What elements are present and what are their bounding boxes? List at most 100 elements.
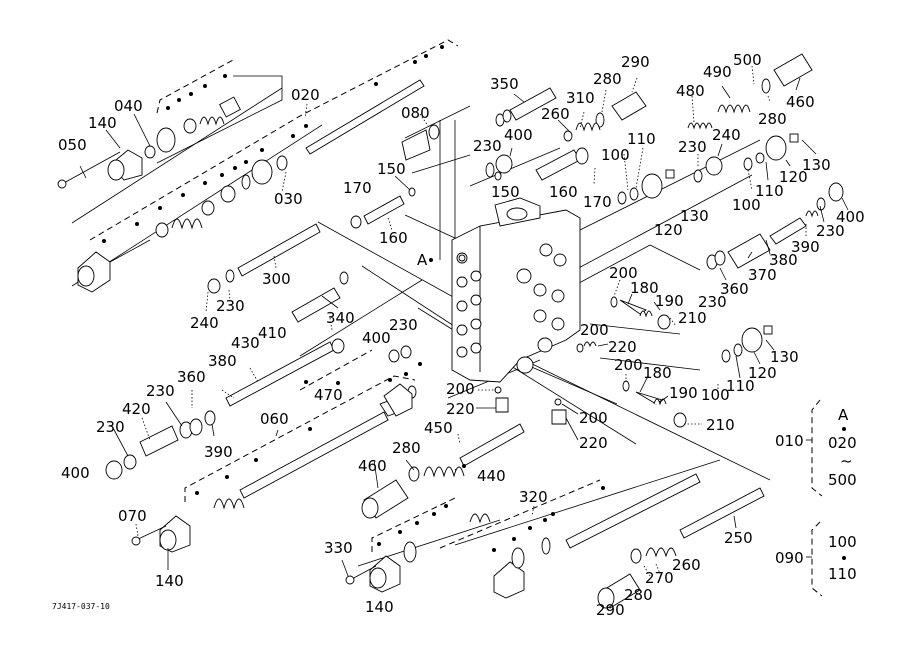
callout-230: 230: [816, 222, 845, 240]
callout-390: 390: [204, 443, 233, 461]
callout-200: 200: [446, 380, 475, 398]
callout-140: 140: [365, 598, 394, 616]
callout-230: 230: [473, 137, 502, 155]
legend-090-item-110: 110: [828, 565, 857, 583]
bullet-markers: [102, 45, 605, 552]
callout-430: 430: [231, 334, 260, 352]
callout-110: 110: [726, 377, 755, 395]
callout-230: 230: [678, 138, 707, 156]
callout-170: 170: [583, 193, 612, 211]
callout-050: 050: [58, 136, 87, 154]
callout-130: 130: [802, 156, 831, 174]
callout-330: 330: [324, 539, 353, 557]
callout-190: 190: [669, 384, 698, 402]
callout-440: 440: [477, 467, 506, 485]
callout-220: 220: [446, 400, 475, 418]
callout-070: 070: [118, 507, 147, 525]
callout-160: 160: [549, 183, 578, 201]
callout-210: 210: [678, 309, 707, 327]
callout-360: 360: [177, 368, 206, 386]
legend-group-090: 090 100 110: [775, 533, 857, 583]
callout-270: 270: [645, 569, 674, 587]
callout-280: 280: [624, 586, 653, 604]
callout-280: 280: [758, 110, 787, 128]
callout-200: 200: [609, 264, 638, 282]
legend-010-item-500: 500: [828, 471, 857, 489]
callout-230: 230: [146, 382, 175, 400]
callout-490: 490: [703, 63, 732, 81]
callout-180: 180: [643, 364, 672, 382]
callout-250: 250: [724, 529, 753, 547]
callout-350: 350: [490, 75, 519, 93]
callout-480: 480: [676, 82, 705, 100]
bullet-icon: [842, 556, 846, 560]
callout-220: 220: [608, 338, 637, 356]
callout-160: 160: [379, 229, 408, 247]
callout-390: 390: [791, 238, 820, 256]
callout-260: 260: [672, 556, 701, 574]
callout-150: 150: [377, 160, 406, 178]
callout-140: 140: [155, 572, 184, 590]
callout-020: 020: [291, 86, 320, 104]
callout-460: 460: [786, 93, 815, 111]
port-holes: [456, 243, 567, 374]
callout-400: 400: [836, 208, 865, 226]
figure-code: 7J417-037-10: [52, 602, 110, 611]
callout-460: 460: [358, 457, 387, 475]
legend-010-separator: ~: [840, 452, 853, 470]
callout-080: 080: [401, 104, 430, 122]
callout-030: 030: [274, 190, 303, 208]
callout-400: 400: [362, 329, 391, 347]
callout-370: 370: [748, 266, 777, 284]
callout-200: 200: [580, 321, 609, 339]
callout-labels: 050 140 040 020 030 080 150 170 160 A 30…: [58, 51, 865, 619]
callout-210: 210: [706, 416, 735, 434]
callout-230: 230: [389, 316, 418, 334]
callout-120: 120: [779, 168, 808, 186]
callout-120: 120: [654, 221, 683, 239]
callout-220: 220: [579, 434, 608, 452]
callout-200: 200: [614, 356, 643, 374]
callout-470: 470: [314, 386, 343, 404]
callout-360: 360: [720, 280, 749, 298]
callout-040: 040: [114, 97, 143, 115]
callout-230: 230: [96, 418, 125, 436]
legend-010-item-A: A: [838, 406, 849, 424]
callout-500: 500: [733, 51, 762, 69]
legend-010-id: 010: [775, 432, 804, 450]
callout-380: 380: [769, 251, 798, 269]
group-brackets: [89, 39, 823, 597]
legend-group-010: 010 A 020 ~ 500: [775, 406, 857, 489]
callout-170: 170: [343, 179, 372, 197]
callout-100: 100: [701, 386, 730, 404]
callout-340: 340: [326, 309, 355, 327]
callout-100: 100: [732, 196, 761, 214]
callout-240: 240: [190, 314, 219, 332]
callout-380: 380: [208, 352, 237, 370]
callout-060: 060: [260, 410, 289, 428]
parts: [57, 53, 844, 609]
callout-280: 280: [392, 439, 421, 457]
callout-290: 290: [596, 601, 625, 619]
callout-180: 180: [630, 279, 659, 297]
legend-010-item-020: 020: [828, 434, 857, 452]
legend-090-id: 090: [775, 549, 804, 567]
callout-110: 110: [627, 130, 656, 148]
legend-090-item-100: 100: [828, 533, 857, 551]
callout-310: 310: [566, 89, 595, 107]
callout-230: 230: [216, 297, 245, 315]
callout-200: 200: [579, 409, 608, 427]
callout-420: 420: [122, 400, 151, 418]
callout-400: 400: [504, 126, 533, 144]
port-A-marker: [458, 254, 466, 262]
callout-140: 140: [88, 114, 117, 132]
assembly-legend: 010 A 020 ~ 500 090 100 110: [775, 406, 857, 583]
valve-body: [451, 197, 581, 383]
callout-320: 320: [519, 488, 548, 506]
callout-110: 110: [755, 182, 784, 200]
callout-240: 240: [712, 126, 741, 144]
callout-190: 190: [655, 292, 684, 310]
bullet-icon: [842, 427, 846, 431]
callout-410: 410: [258, 324, 287, 342]
